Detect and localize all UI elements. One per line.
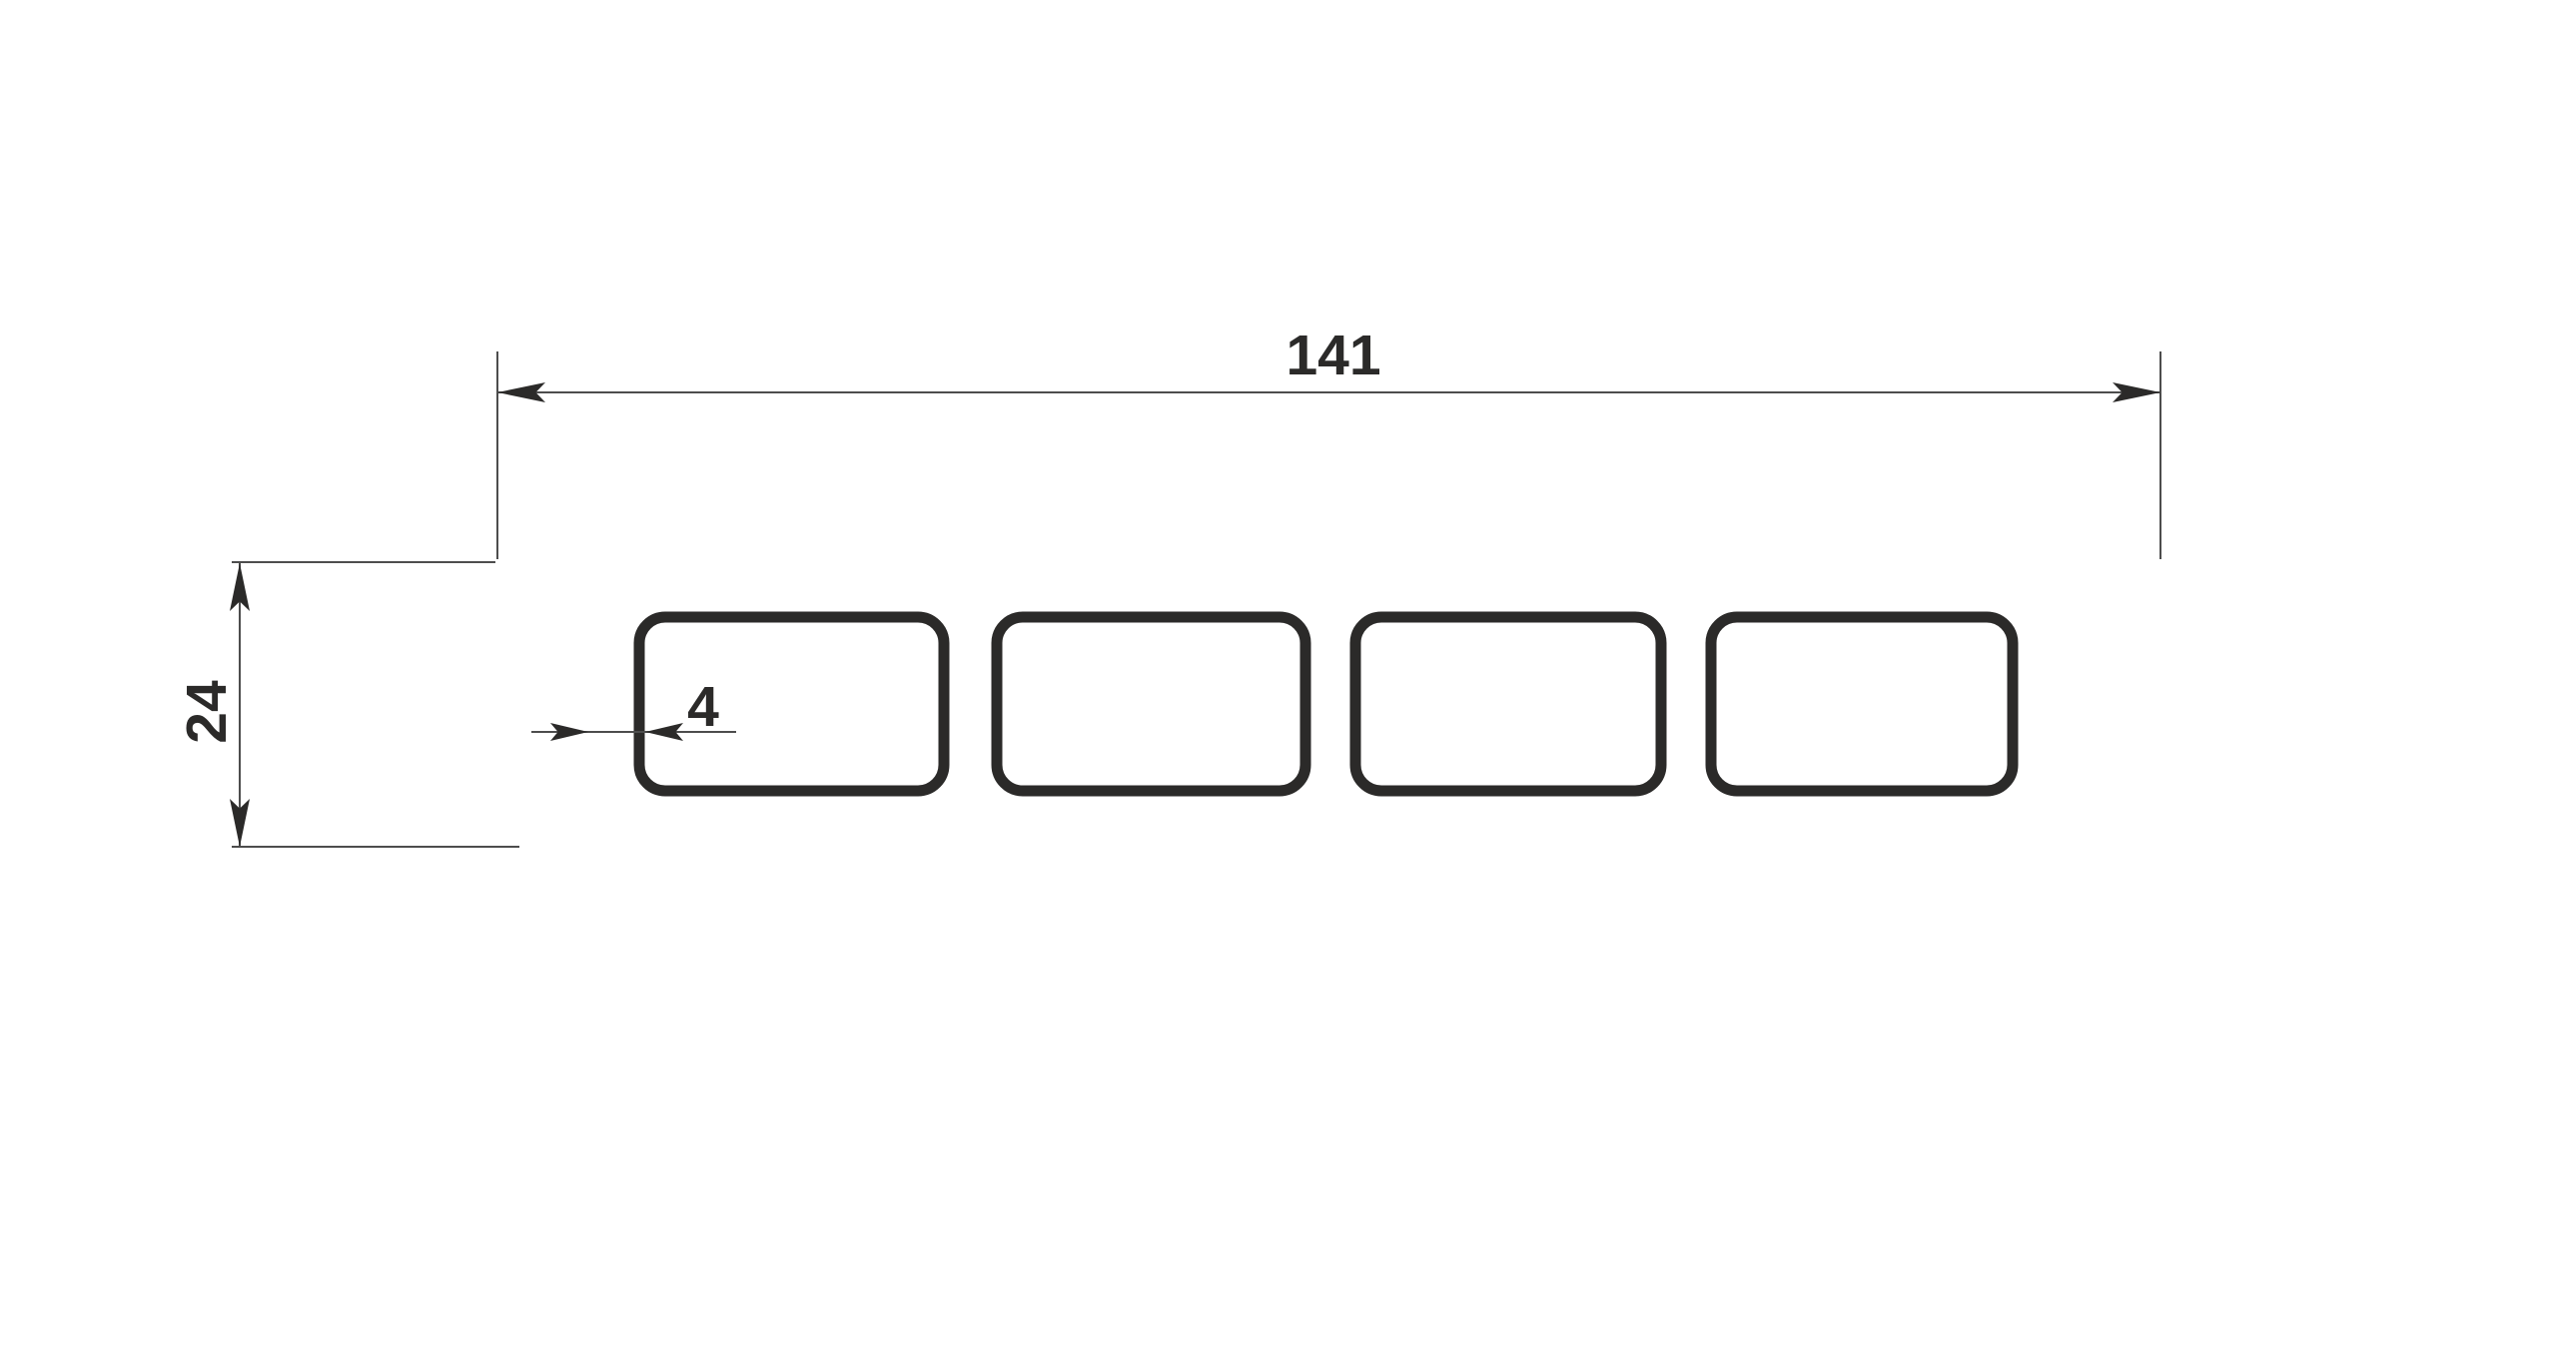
hollow-chamber-2 (991, 611, 1311, 797)
wall-arrow-left (550, 723, 588, 741)
hollow-chamber-1 (633, 611, 950, 797)
dim-width-label: 141 (1286, 324, 1380, 387)
hollow-chamber-4 (1705, 611, 2019, 797)
hollow-chamber-3 (1349, 611, 1667, 797)
hollow-chambers-group (633, 611, 2019, 797)
width-arrow-left (497, 382, 545, 402)
height-arrow-top (230, 563, 250, 611)
width-arrow-right (2113, 382, 2160, 402)
dimension-annotations: 141 24 4 (175, 324, 2161, 848)
height-arrow-bottom (230, 799, 250, 847)
wall-arrow-right (645, 723, 683, 741)
dim-height-label: 24 (175, 680, 239, 744)
dim-wall-label: 4 (687, 675, 719, 739)
